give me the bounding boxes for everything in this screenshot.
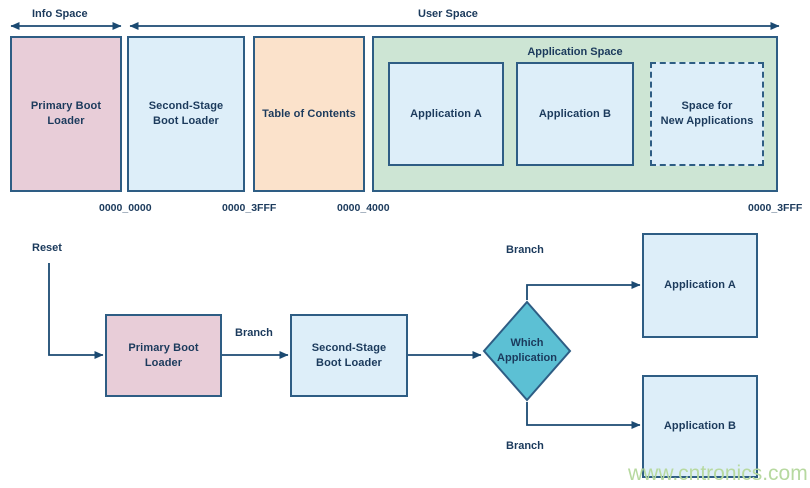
flow-node-label: Second-Stage Boot Loader [311, 341, 387, 369]
address-label-1: 0000_3FFF [222, 202, 277, 214]
flow-node-application-a: Application A [642, 233, 758, 338]
edge-label-branch-to-application-a: Branch [506, 244, 544, 256]
memory-region-second-stage-boot-loader: Second-Stage Boot Loader [127, 36, 245, 192]
application-space-title: Application Space [527, 46, 623, 58]
flow-node-second-stage-boot-loader: Second-Stage Boot Loader [290, 314, 408, 397]
address-label-2: 0000_4000 [337, 202, 390, 214]
memory-slot-label: Application A [410, 107, 482, 120]
memory-slot-label: Space for New Applications [660, 100, 754, 127]
connector-reset-to-primary-boot-loader [48, 263, 104, 359]
memory-region-label: Primary Boot Loader [30, 100, 102, 127]
connector-decision-to-application-a [526, 281, 641, 300]
address-label-3: 0000_3FFF [748, 202, 803, 214]
memory-region-label: Table of Contents [262, 107, 356, 120]
user-space-label: User Space [418, 8, 478, 20]
address-label-0: 0000_0000 [99, 202, 152, 214]
memory-region-label: Second-Stage Boot Loader [148, 100, 224, 127]
flow-node-which-application: Which Application [482, 300, 572, 402]
memory-slot-label: Application B [538, 107, 612, 120]
memory-region-table-of-contents: Table of Contents [253, 36, 365, 192]
edge-label-branch-to-application-b: Branch [506, 440, 544, 452]
memory-region-primary-boot-loader: Primary Boot Loader [10, 36, 122, 192]
memory-slot-space-for-new-applications: Space for New Applications [650, 62, 764, 166]
flow-node-application-b: Application B [642, 375, 758, 478]
flow-node-label: Which Application [497, 337, 557, 364]
flow-node-label: Application B [663, 420, 737, 433]
connector-decision-to-application-b [526, 402, 641, 429]
flow-node-label: Application A [664, 279, 736, 292]
memory-slot-application-b: Application B [516, 62, 634, 166]
edge-label-branch-to-second-stage: Branch [235, 327, 273, 339]
diamond-shape [482, 300, 572, 402]
reset-label: Reset [32, 242, 62, 254]
flow-node-label: Primary Boot Loader [128, 341, 199, 369]
memory-slot-application-a: Application A [388, 62, 504, 166]
info-space-label: Info Space [32, 8, 88, 20]
flow-node-primary-boot-loader: Primary Boot Loader [105, 314, 222, 397]
watermark: www.cntronics.com [628, 462, 808, 485]
